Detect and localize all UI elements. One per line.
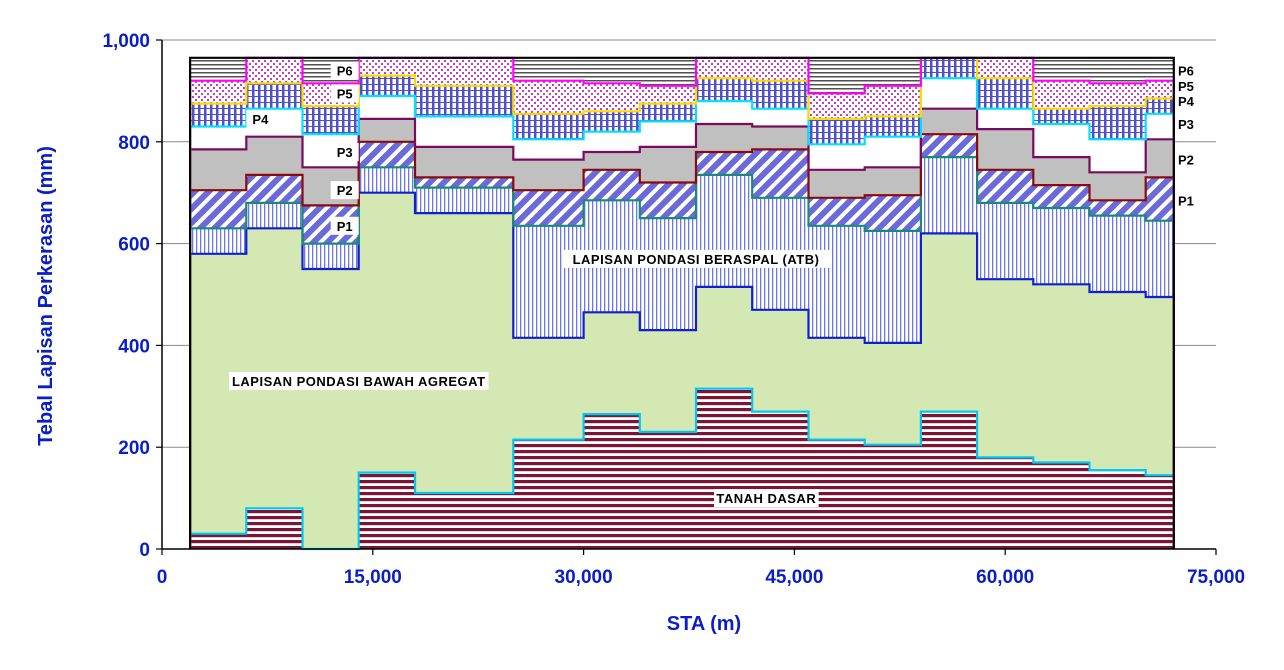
layer-line-p6 [189,56,1175,549]
layer-line-agregat [189,191,1175,549]
x-tick-label-4: 60,000 [976,567,1034,588]
right-label-p2: P2 [1178,153,1194,168]
layer-line-atb [189,156,1175,549]
annotation-4-bg [330,181,359,200]
x-axis-title: STA (m) [667,613,741,635]
y-tick-label-0: 0 [139,540,150,561]
annotation-7: LAPISAN PONDASI BAWAH AGREGAT [229,372,489,391]
annotation-1-text: P5 [337,86,353,101]
x-tick-label-1: 15,000 [344,567,402,588]
right-label-p1: P1 [1178,193,1194,208]
annotation-8-text: TANAH DASAR [716,491,816,506]
annotation-5: P1 [330,216,359,235]
annotation-6: LAPISAN PONDASI BERASPAL (ATB) [562,249,831,268]
layer-area-p1 [190,134,1174,244]
annotation-0: P6 [330,61,359,80]
annotation-0-text: P6 [337,64,353,79]
y-tick-label-3: 600 [118,235,150,256]
layer-line-p2 [189,107,1175,549]
layer-area-tanah [190,388,1174,549]
annotation-1: P5 [330,84,359,103]
y-tick-label-2: 400 [118,336,150,357]
x-tick-label-5: 75,000 [1187,567,1245,588]
annotation-4-text: P2 [337,183,353,198]
right-label-p5: P5 [1178,79,1194,94]
layer-line-p3 [189,77,1175,549]
annotation-6-bg [562,249,831,268]
layer-top-lines [189,56,1175,551]
annotation-2-bg [246,109,275,128]
x-tick-label-2: 30,000 [555,567,613,588]
layer-area-p6 [190,57,1174,94]
annotation-5-bg [330,216,359,235]
y-tick-label-4: 800 [118,133,150,154]
layer-area-p3 [190,78,1174,173]
layer-area-p5 [190,57,1174,119]
axes [156,39,1217,555]
annotation-6-text: LAPISAN PONDASI BERASPAL (ATB) [573,252,820,267]
tick-labels: 0 200 400 600 800 1,000 0 15,000 30,000 45,000 60,… [102,31,1245,588]
y-tick-label-5: 1,000 [102,31,150,52]
layer-area-p2 [190,108,1174,206]
layer-line-p4 [189,56,1175,549]
annotation-3-text: P3 [337,145,353,160]
annotation-2-text: P4 [252,112,269,127]
annotation-3: P3 [330,142,359,161]
layer-areas [190,57,1174,549]
right-label-p6: P6 [1178,64,1194,79]
x-tick-label-3: 45,000 [765,567,823,588]
right-label-p3: P3 [1178,117,1194,132]
annotation-8-bg [713,489,819,508]
annotation-4: P2 [330,181,359,200]
annotation-8: TANAH DASAR [713,489,819,508]
annotation-5-text: P1 [337,219,353,234]
x-tick-label-0: 0 [157,567,168,588]
y-axis-title: Tebal Lapisan Perkerasan (mm) [35,146,57,446]
annotation-3-bg [330,142,359,161]
layer-area-agregat [190,192,1174,549]
right-label-p4: P4 [1178,94,1195,109]
annotation-0-bg [330,61,359,80]
annotation-2: P4 [246,109,275,128]
annotation-7-bg [229,372,489,391]
annotation-7-text: LAPISAN PONDASI BAWAH AGREGAT [232,374,486,389]
layer-line-p1 [189,133,1175,549]
annotation-1-bg [330,84,359,103]
y-tick-label-1: 200 [118,438,150,459]
